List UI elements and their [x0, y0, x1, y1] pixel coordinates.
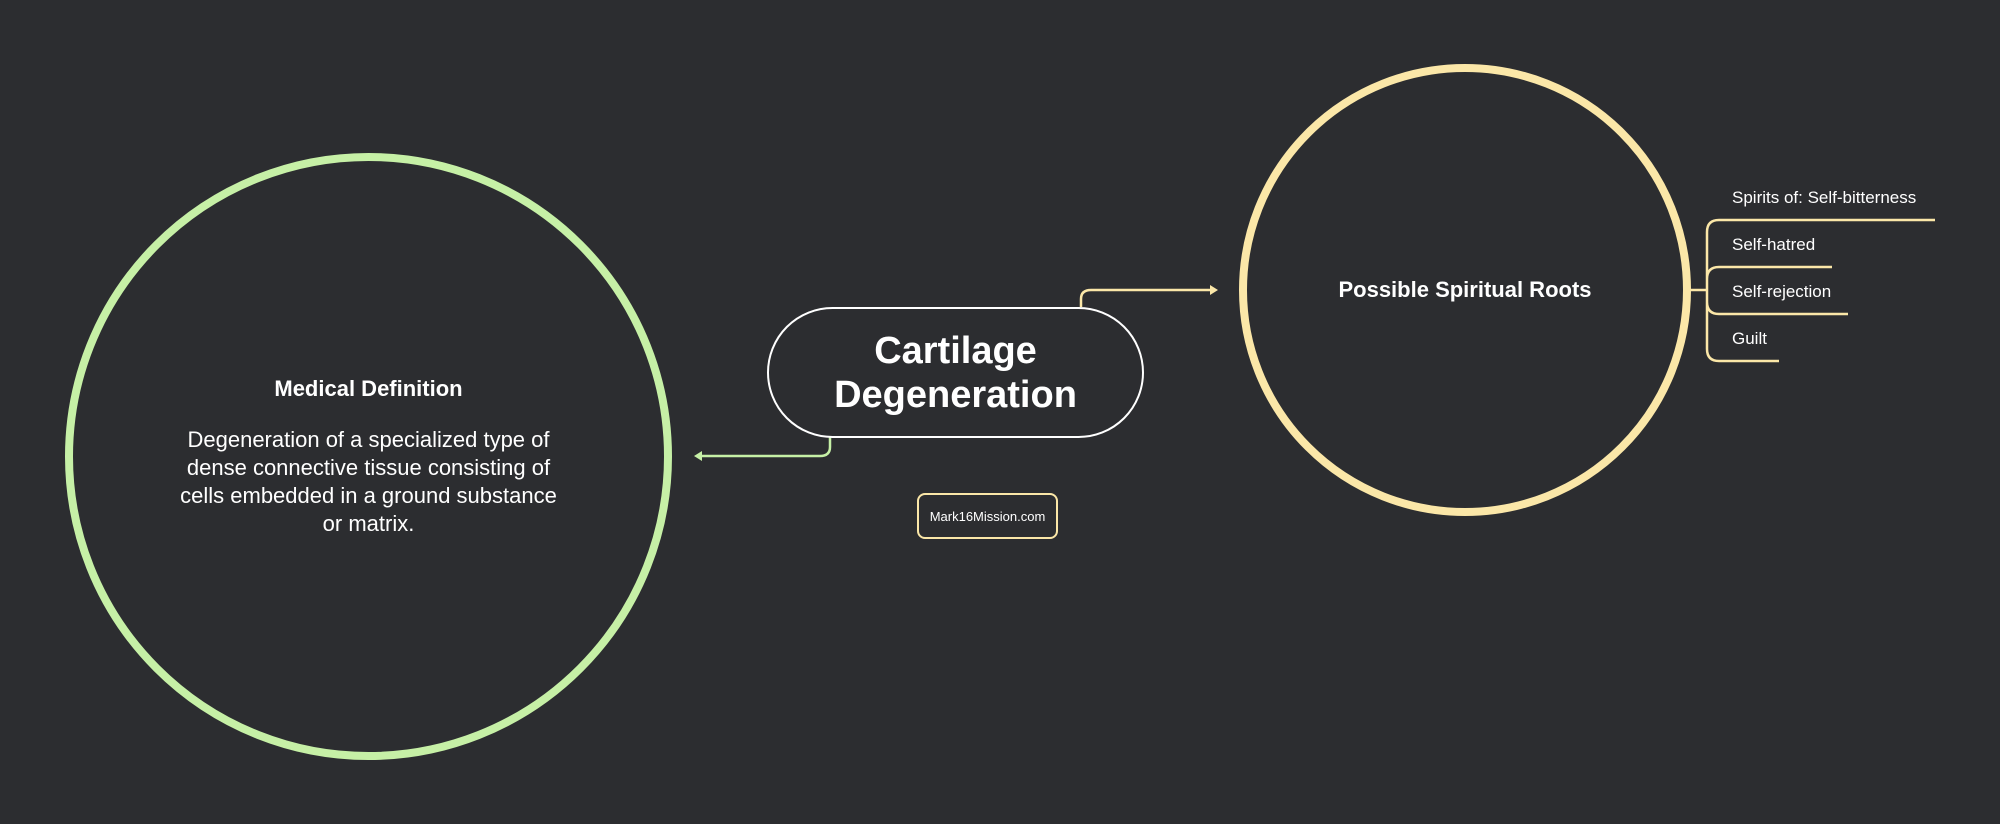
connector-medical-arrow: [694, 451, 702, 461]
connector-central-to-spiritual: [1079, 288, 1213, 307]
website-badge[interactable]: Mark16Mission.com: [917, 493, 1058, 539]
medical-definition-node[interactable]: Medical Definition Degeneration of a spe…: [65, 153, 672, 760]
leaf-item-self-bitterness[interactable]: Spirits of: Self-bitterness: [1732, 188, 1917, 207]
website-label: Mark16Mission.com: [929, 508, 1046, 524]
leaf-bracket: [1705, 218, 1935, 363]
connector-spiritual-arrow: [1210, 285, 1218, 295]
connector-central-to-medical: [698, 437, 832, 458]
leaf-item-guilt[interactable]: Guilt: [1732, 329, 1767, 348]
leaf-item-self-rejection[interactable]: Self-rejection: [1732, 282, 1832, 301]
spiritual-roots-node[interactable]: Possible Spiritual Roots: [1239, 64, 1691, 516]
spiritual-roots-title: Possible Spiritual Roots: [1338, 277, 1592, 302]
medical-definition-body: Degeneration of a specialized type of de…: [180, 426, 557, 536]
central-topic-label: Cartilage Degeneration: [834, 329, 1077, 416]
leaf-item-self-hatred[interactable]: Self-hatred: [1732, 235, 1816, 254]
central-topic-node[interactable]: Cartilage Degeneration: [767, 307, 1144, 438]
medical-definition-title: Medical Definition: [274, 375, 463, 401]
